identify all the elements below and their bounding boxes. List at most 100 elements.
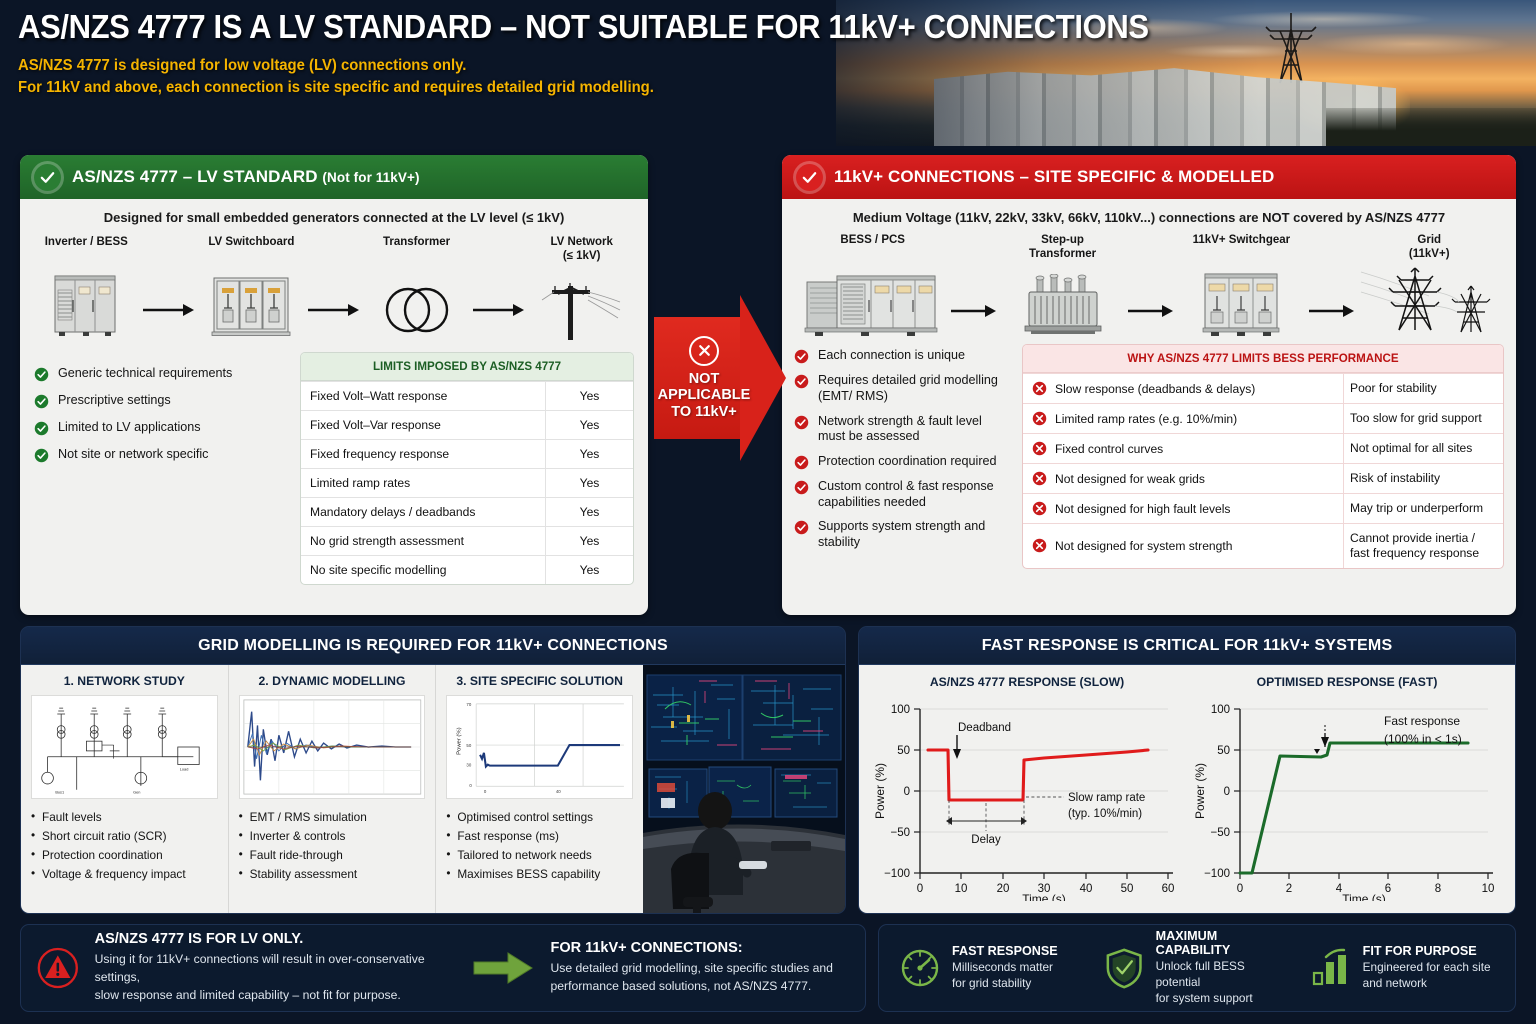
arrow-text-line1: NOT: [688, 370, 720, 387]
footer-right-panel: FAST RESPONSE Milliseconds matter for gr…: [878, 924, 1516, 1012]
table-row: Fixed Volt–Watt response Yes: [301, 381, 633, 411]
column-title: 1. NETWORK STUDY: [63, 674, 185, 688]
mv-limits-table-title: WHY AS/NZS 4777 LIMITS BESS PERFORMANCE: [1023, 345, 1503, 374]
table-cell-item: Fixed Volt–Watt response: [310, 389, 448, 404]
list-item-label: Limited to LV applications: [58, 420, 201, 435]
switchgear-icon: [1195, 264, 1287, 338]
list-item-label: Each connection is unique: [818, 348, 966, 363]
mv-card-body: Each connection is unique Requires detai…: [782, 338, 1516, 579]
flow-label-transformer: Transformer: [382, 236, 451, 248]
flow-label-grid-line2: (11kV+): [1408, 248, 1450, 261]
lv-card-title-note: (Not for 11kV+): [322, 170, 420, 185]
chart-fast-title: OPTIMISED RESPONSE (FAST): [1256, 675, 1438, 689]
table-cell-item-label: Not designed for weak grids: [1055, 471, 1205, 486]
list-item: Protection coordination required: [794, 454, 1010, 470]
cross-circle-icon: [1032, 539, 1047, 553]
footer-left-body2-line1: Use detailed grid modelling, site specif…: [550, 961, 833, 976]
svg-text:0: 0: [484, 789, 487, 794]
grid-modelling-panel: GRID MODELLING IS REQUIRED FOR 11kV+ CON…: [20, 626, 846, 914]
footer-left-body2-line2: performance based solutions, not AS/NZS …: [550, 979, 812, 993]
flow-label-switchboard: LV Switchboard: [208, 236, 295, 248]
oscillation-traces: [238, 695, 426, 799]
network-study-list: Fault levels Short circuit ratio (SCR) P…: [31, 807, 218, 884]
list-item: Fault levels: [31, 807, 218, 827]
svg-text:70: 70: [467, 702, 472, 707]
footer-feature-line2: for system support: [1155, 990, 1253, 1005]
charts-header: FAST RESPONSE IS CRITICAL FOR 11kV+ SYST…: [859, 627, 1515, 665]
header: AS/NZS 4777 IS A LV STANDARD – NOT SUITA…: [0, 0, 1536, 146]
column-title: 2. DYNAMIC MODELLING: [258, 674, 406, 688]
svg-text:Slow ramp rate: Slow ramp rate: [1068, 792, 1145, 804]
flow-label-lv-network-line1: LV Network: [550, 236, 613, 248]
lv-bullet-list: Generic technical requirements Prescript…: [34, 352, 288, 585]
check-circle-icon: [794, 521, 809, 535]
column-title: 3. SITE SPECIFIC SOLUTION: [456, 674, 623, 688]
mv-connections-card: 11kV+ CONNECTIONS – SITE SPECIFIC & MODE…: [782, 155, 1516, 615]
flow-arrow-3: [1308, 304, 1355, 318]
svg-text:100: 100: [891, 704, 910, 716]
check-circle-icon: [34, 367, 49, 382]
check-circle-icon: [794, 455, 809, 470]
flow-label-lv-network-line2: (≤ 1kV): [562, 250, 601, 263]
svg-text:Power (%): Power (%): [873, 763, 887, 819]
footer-feature-line2: and network: [1362, 976, 1427, 990]
svg-text:−50: −50: [890, 827, 910, 839]
svg-text:Bus1: Bus1: [55, 790, 64, 795]
table-cell-item: Limited ramp rates: [310, 476, 411, 491]
grid-modelling-header: GRID MODELLING IS REQUIRED FOR 11kV+ CON…: [21, 627, 845, 665]
not-applicable-arrow: NOT APPLICABLE TO 11kV+: [654, 295, 786, 461]
svg-text:0: 0: [1224, 786, 1230, 798]
svg-text:10: 10: [1482, 883, 1495, 895]
arrow-content: NOT APPLICABLE TO 11kV+: [654, 317, 754, 439]
lv-standard-card: AS/NZS 4777 – LV STANDARD (Not for 11kV+…: [20, 155, 648, 615]
charts-body: AS/NZS 4777 RESPONSE (SLOW): [859, 665, 1515, 913]
svg-text:10: 10: [955, 883, 968, 895]
footer-feature-fast-response: FAST RESPONSE Milliseconds matter for gr…: [889, 944, 1094, 992]
svg-text:2: 2: [1286, 883, 1292, 895]
svg-text:Deadband: Deadband: [958, 722, 1011, 734]
flow-arrow-2: [1127, 304, 1174, 318]
list-item: Not site or network specific: [34, 447, 288, 463]
warning-triangle-icon: [37, 947, 78, 989]
list-item: Requires detailed grid modelling (EMT/ R…: [794, 373, 1010, 404]
flow-label-inverter: Inverter / BESS: [44, 236, 128, 248]
flow-node-switchboard: LV Switchboard: [195, 235, 307, 340]
footer-feature-line1: Unlock full BESS potential: [1155, 959, 1245, 990]
footer-left-body-line1: Using it for 11kV+ connections will resu…: [94, 952, 425, 985]
table-cell-item: Fixed Volt–Var response: [310, 418, 441, 433]
list-item: Prescriptive settings: [34, 393, 288, 409]
cross-circle-icon: [689, 335, 719, 366]
svg-text:50: 50: [897, 745, 910, 757]
shield-check-icon: [1106, 948, 1143, 989]
footer-feature-text: FAST RESPONSE Milliseconds matter for gr…: [952, 944, 1058, 992]
list-item: Stability assessment: [239, 864, 426, 884]
table-cell-value: Yes: [545, 556, 633, 585]
cross-circle-icon: [1032, 411, 1047, 426]
flow-node-grid: Grid (11kV+): [1358, 233, 1500, 338]
svg-text:20: 20: [997, 883, 1010, 895]
table-cell-value: Risk of instability: [1343, 464, 1503, 494]
flow-label-lv-network: LV Network (≤ 1kV): [550, 235, 612, 263]
header-subtitle-line1: AS/NZS 4777 is designed for low voltage …: [18, 57, 467, 74]
svg-text:30: 30: [1038, 883, 1051, 895]
check-circle-icon: [794, 480, 809, 495]
table-cell-value: Yes: [545, 469, 633, 498]
table-cell-item-label: Not designed for high fault levels: [1055, 501, 1231, 516]
check-circle-icon: [34, 394, 49, 409]
list-item-label: Network strength & fault level must be a…: [818, 413, 982, 444]
flow-label-bess-pcs: BESS / PCS: [840, 233, 905, 261]
table-cell-item: Not designed for system strength: [1023, 524, 1343, 568]
table-cell-value: Yes: [545, 411, 633, 440]
table-cell-item: Not designed for weak grids: [1023, 464, 1343, 493]
charts-title: FAST RESPONSE IS CRITICAL FOR 11kV+ SYST…: [981, 636, 1393, 654]
speedometer-icon: [901, 949, 939, 987]
transformer-coils-icon: [379, 266, 455, 340]
lv-limits-table-title: LIMITS IMPOSED BY AS/NZS 4777: [301, 353, 633, 382]
svg-text:30: 30: [467, 763, 472, 768]
svg-text:4: 4: [1336, 883, 1343, 895]
footer-feature-heading: FIT FOR PURPOSE: [1362, 944, 1477, 959]
table-row: Slow response (deadbands & delays) Poor …: [1023, 373, 1503, 404]
table-cell-value: Not optimal for all sites: [1343, 434, 1503, 464]
flow-node-stepup-transformer: Step-up Transformer: [1001, 233, 1125, 338]
